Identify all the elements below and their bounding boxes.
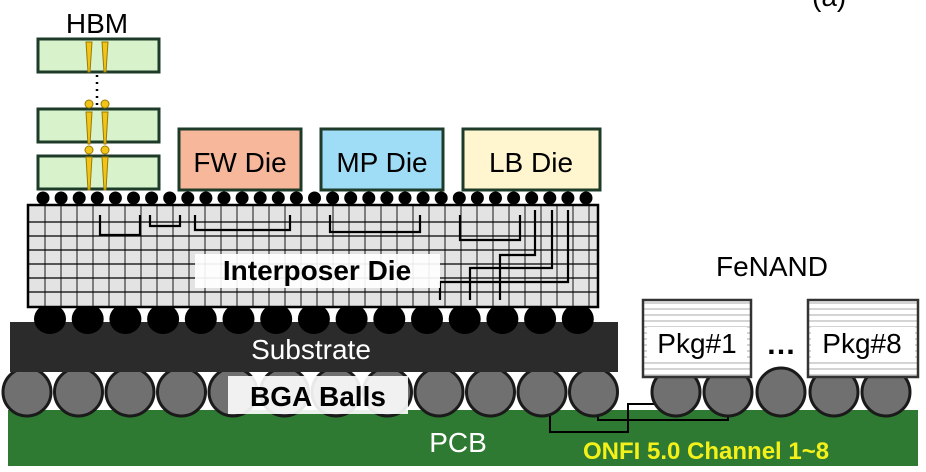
onfi-channel-label: ONFI 5.0 Channel 1~8	[583, 438, 829, 465]
c4-bump-icon	[71, 304, 104, 334]
bga-balls-fenand	[650, 366, 912, 418]
fenand-package-1-label-box	[647, 327, 747, 359]
pcb-board	[8, 410, 918, 466]
c4-bump-icon	[34, 304, 66, 334]
bga-ball-icon	[1, 366, 53, 418]
hbm-die-top	[36, 37, 161, 74]
fenand-ellipsis: …	[766, 328, 796, 361]
c4-bump-icon	[147, 304, 180, 334]
c4-bump-icon	[411, 304, 443, 334]
hbm-die-bottom	[36, 154, 161, 191]
interposer-label-box	[195, 254, 440, 288]
c4-bump-icon	[561, 304, 594, 334]
c4-bump-icon	[109, 304, 142, 334]
bga-ball-icon	[413, 366, 465, 418]
c4-bump-icon	[524, 304, 557, 334]
c4-bumps	[34, 301, 594, 334]
hbm-label: HBM	[66, 8, 128, 39]
c4-bump-icon	[260, 304, 293, 334]
bga-label-box	[228, 376, 408, 414]
c4-bump-icon	[486, 304, 519, 334]
fenand-package-8-label-box	[811, 327, 915, 359]
hbm-die-middle	[36, 107, 161, 144]
c4-bump-icon	[448, 304, 481, 334]
pcb-label: PCB	[429, 427, 487, 458]
fw-die	[177, 127, 303, 192]
c4-bump-icon	[373, 304, 406, 334]
interposer-label: Interposer Die	[223, 255, 411, 286]
bga-ball-icon	[568, 366, 619, 418]
lb-die	[461, 127, 602, 192]
interposer-routing-trace-icon	[28, 205, 598, 307]
lb-die-label: LB Die	[489, 147, 573, 178]
microbump-icon	[36, 191, 593, 205]
bga-ball-icon	[516, 366, 568, 418]
c4-bump-icon	[222, 304, 255, 334]
bga-ball-icon	[53, 366, 104, 418]
bga-ball-icon	[465, 366, 516, 418]
fw-die-label: FW Die	[193, 147, 286, 178]
c4-bump-icon	[297, 304, 330, 334]
mp-die	[319, 127, 445, 192]
bga-ball-icon	[156, 366, 207, 418]
fenand-label: FeNAND	[716, 251, 828, 282]
substrate-label: Substrate	[251, 334, 371, 365]
fenand-package-1-label: Pkg#1	[657, 328, 736, 359]
tsv-icon	[84, 41, 110, 191]
bga-ball-icon	[755, 366, 807, 418]
bga-ball-icon	[104, 366, 156, 418]
c4-bump-icon	[335, 304, 368, 334]
bga-label: BGA Balls	[250, 381, 386, 412]
mp-die-label: MP Die	[336, 147, 427, 178]
hbm-stack: HBM	[36, 8, 161, 191]
c4-bump-icon	[184, 304, 217, 334]
fenand-package-8-label: Pkg#8	[822, 328, 901, 359]
figure-corner-mark: (a)	[812, 0, 846, 12]
